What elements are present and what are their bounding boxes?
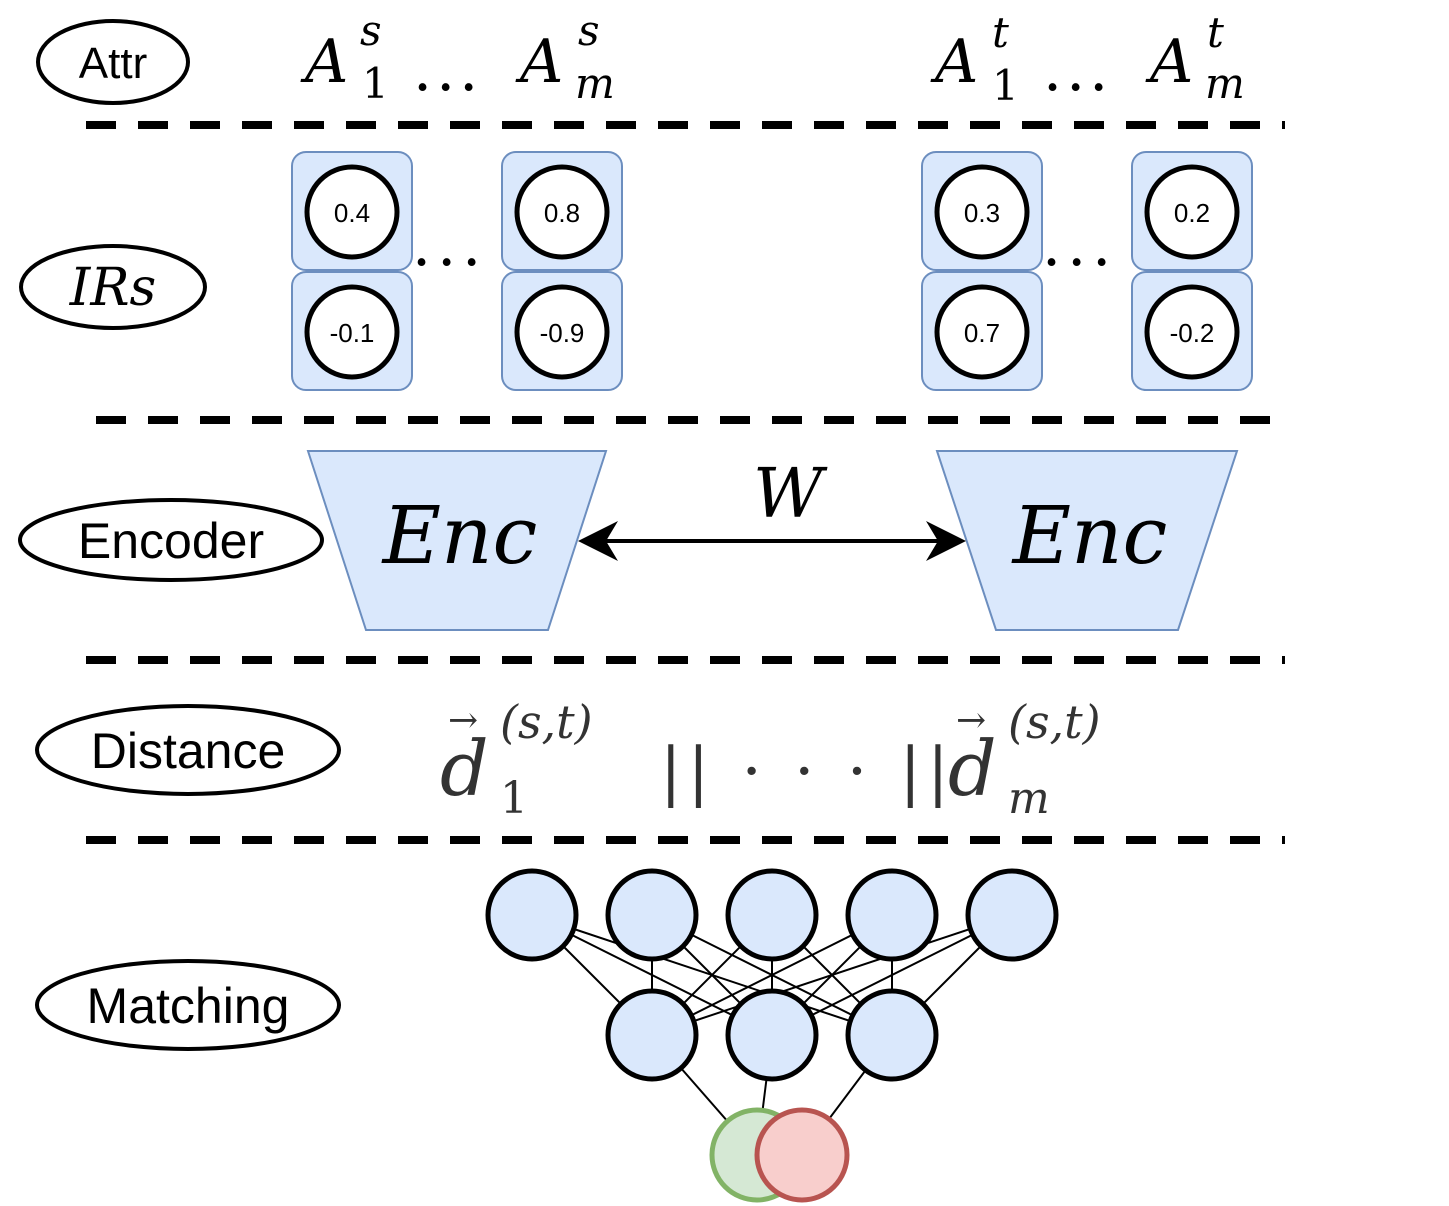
- ir-vector-source-first: 0.4 -0.1: [291, 151, 413, 391]
- ir-vector-target-last: 0.2 -0.2: [1131, 151, 1253, 391]
- attr-target-first: A 1 t: [930, 8, 1019, 110]
- row-label-attr-text: Attr: [79, 39, 147, 88]
- ir-value: 0.7: [964, 318, 1000, 348]
- distance-concat-separator: || · · · ||: [660, 735, 955, 809]
- row-label-encoder: Encoder: [18, 498, 324, 582]
- attr-superscript: s: [578, 6, 600, 55]
- attr-subscript: m: [1205, 59, 1245, 108]
- attr-symbol: A: [300, 27, 348, 97]
- ir-target-ellipsis: ...: [1042, 210, 1117, 280]
- attr-subscript: 1: [992, 61, 1019, 110]
- row-label-irs: IRs: [19, 244, 207, 330]
- row-label-encoder-text: Encoder: [78, 513, 264, 569]
- input-node: [965, 868, 1059, 962]
- attr-superscript: t: [992, 8, 1009, 57]
- attr-superscript: s: [360, 6, 382, 55]
- row-label-irs-text: IRs: [69, 258, 156, 318]
- input-node: [605, 868, 699, 962]
- ir-vector-source-last: 0.8 -0.9: [501, 151, 623, 391]
- ir-value: 0.2: [1174, 198, 1210, 228]
- attr-source-ellipsis: ...: [413, 35, 482, 105]
- row-label-matching-text: Matching: [87, 978, 290, 1034]
- attr-symbol: A: [930, 27, 978, 97]
- ir-value: 0.4: [334, 198, 370, 228]
- input-node: [725, 868, 819, 962]
- ir-value: -0.1: [330, 318, 375, 348]
- hidden-node: [845, 988, 939, 1082]
- attr-target-last: A m t: [1145, 8, 1245, 108]
- distance-symbol: d: [948, 724, 997, 813]
- encoder-target: Enc: [935, 450, 1239, 631]
- ir-source-ellipsis: ...: [412, 210, 487, 280]
- ir-vector-target-first: 0.3 0.7: [921, 151, 1043, 391]
- hidden-node: [725, 988, 819, 1082]
- attr-target-ellipsis: ...: [1043, 35, 1112, 105]
- row-label-distance: Distance: [35, 704, 341, 796]
- ir-value: 0.8: [544, 198, 580, 228]
- row-label-attr: Attr: [36, 19, 190, 105]
- attr-source-first: A 1 s: [300, 6, 389, 108]
- hidden-node: [605, 988, 699, 1082]
- distance-last: d → m (s,t): [948, 695, 1101, 824]
- distance-subscript: m: [1008, 773, 1050, 824]
- distance-first: d → 1 (s,t): [440, 695, 593, 824]
- encoder-source: Enc: [306, 450, 608, 631]
- attr-source-last: A m s: [515, 6, 615, 108]
- input-node: [485, 868, 579, 962]
- distance-subscript: 1: [500, 773, 528, 824]
- row-label-matching: Matching: [35, 959, 341, 1051]
- vector-arrow-icon: →: [448, 700, 478, 741]
- distance-superscript: (s,t): [500, 695, 593, 749]
- ir-value: 0.3: [964, 198, 1000, 228]
- row-label-distance-text: Distance: [91, 723, 286, 779]
- distance-symbol: d: [440, 724, 489, 813]
- distance-superscript: (s,t): [1008, 695, 1101, 749]
- attr-symbol: A: [1145, 27, 1193, 97]
- vector-arrow-icon: →: [956, 700, 986, 741]
- encoder-target-label: Enc: [1011, 489, 1168, 582]
- matching-network: [485, 868, 1059, 1203]
- attr-subscript: 1: [362, 59, 389, 108]
- input-node: [845, 868, 939, 962]
- ir-value: -0.9: [540, 318, 585, 348]
- attr-superscript: t: [1207, 8, 1224, 57]
- shared-weights-label: W: [753, 455, 828, 534]
- attr-symbol: A: [515, 27, 563, 97]
- ir-value: -0.2: [1170, 318, 1215, 348]
- encoder-source-label: Enc: [381, 489, 538, 582]
- attr-subscript: m: [575, 59, 615, 108]
- output-node-nonmatch: [754, 1107, 850, 1203]
